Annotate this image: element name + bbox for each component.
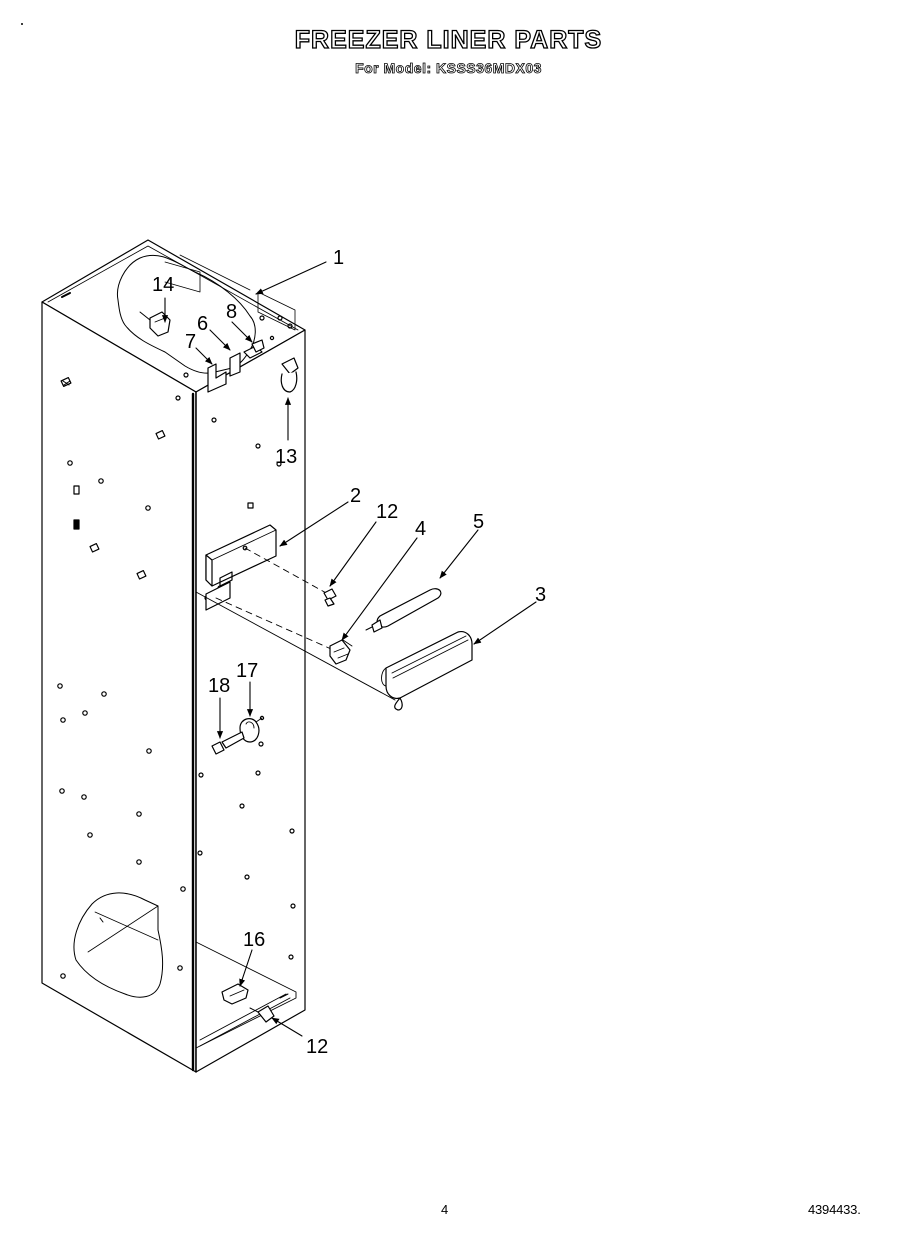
page-title: FREEZER LINER PARTS [294,25,603,54]
callout-4: 4 [415,518,426,540]
callout-16: 16 [243,929,265,951]
page-number: 4 [441,1202,449,1217]
document-number: 4394433. [808,1202,861,1217]
callout-14: 14 [152,274,174,296]
leader-lines [161,261,537,1037]
callout-13: 13 [275,446,297,468]
callout-3: 3 [535,584,546,606]
freezer-liner [41,239,306,1073]
callout-17: 17 [236,660,258,682]
heater-assembly [195,524,473,711]
callout-2: 2 [350,485,361,507]
top-parts [139,311,299,393]
callout-8: 8 [226,301,237,323]
model-subtitle: For Model: KSSS36MDX03 [0,60,897,77]
heater-5 [365,588,442,633]
callout-6: 6 [197,313,208,335]
callout-5: 5 [473,511,484,533]
model-prefix: For Model: [355,60,432,77]
screw-12-upper [323,588,337,607]
stray-dot [21,23,23,25]
callout-12-upper: 12 [376,501,398,523]
clip-4 [329,639,353,665]
callout-12-lower: 12 [306,1036,328,1058]
thermostat-parts [211,715,265,755]
callout-labels: 1 14 6 8 7 13 2 12 4 5 3 17 18 16 12 [152,247,546,1058]
callout-7: 7 [185,331,196,353]
callout-18: 18 [208,675,230,697]
callout-1: 1 [333,247,344,269]
bottom-parts [221,983,289,1023]
model-number: KSSS36MDX03 [436,60,542,77]
cover-3 [381,631,473,711]
